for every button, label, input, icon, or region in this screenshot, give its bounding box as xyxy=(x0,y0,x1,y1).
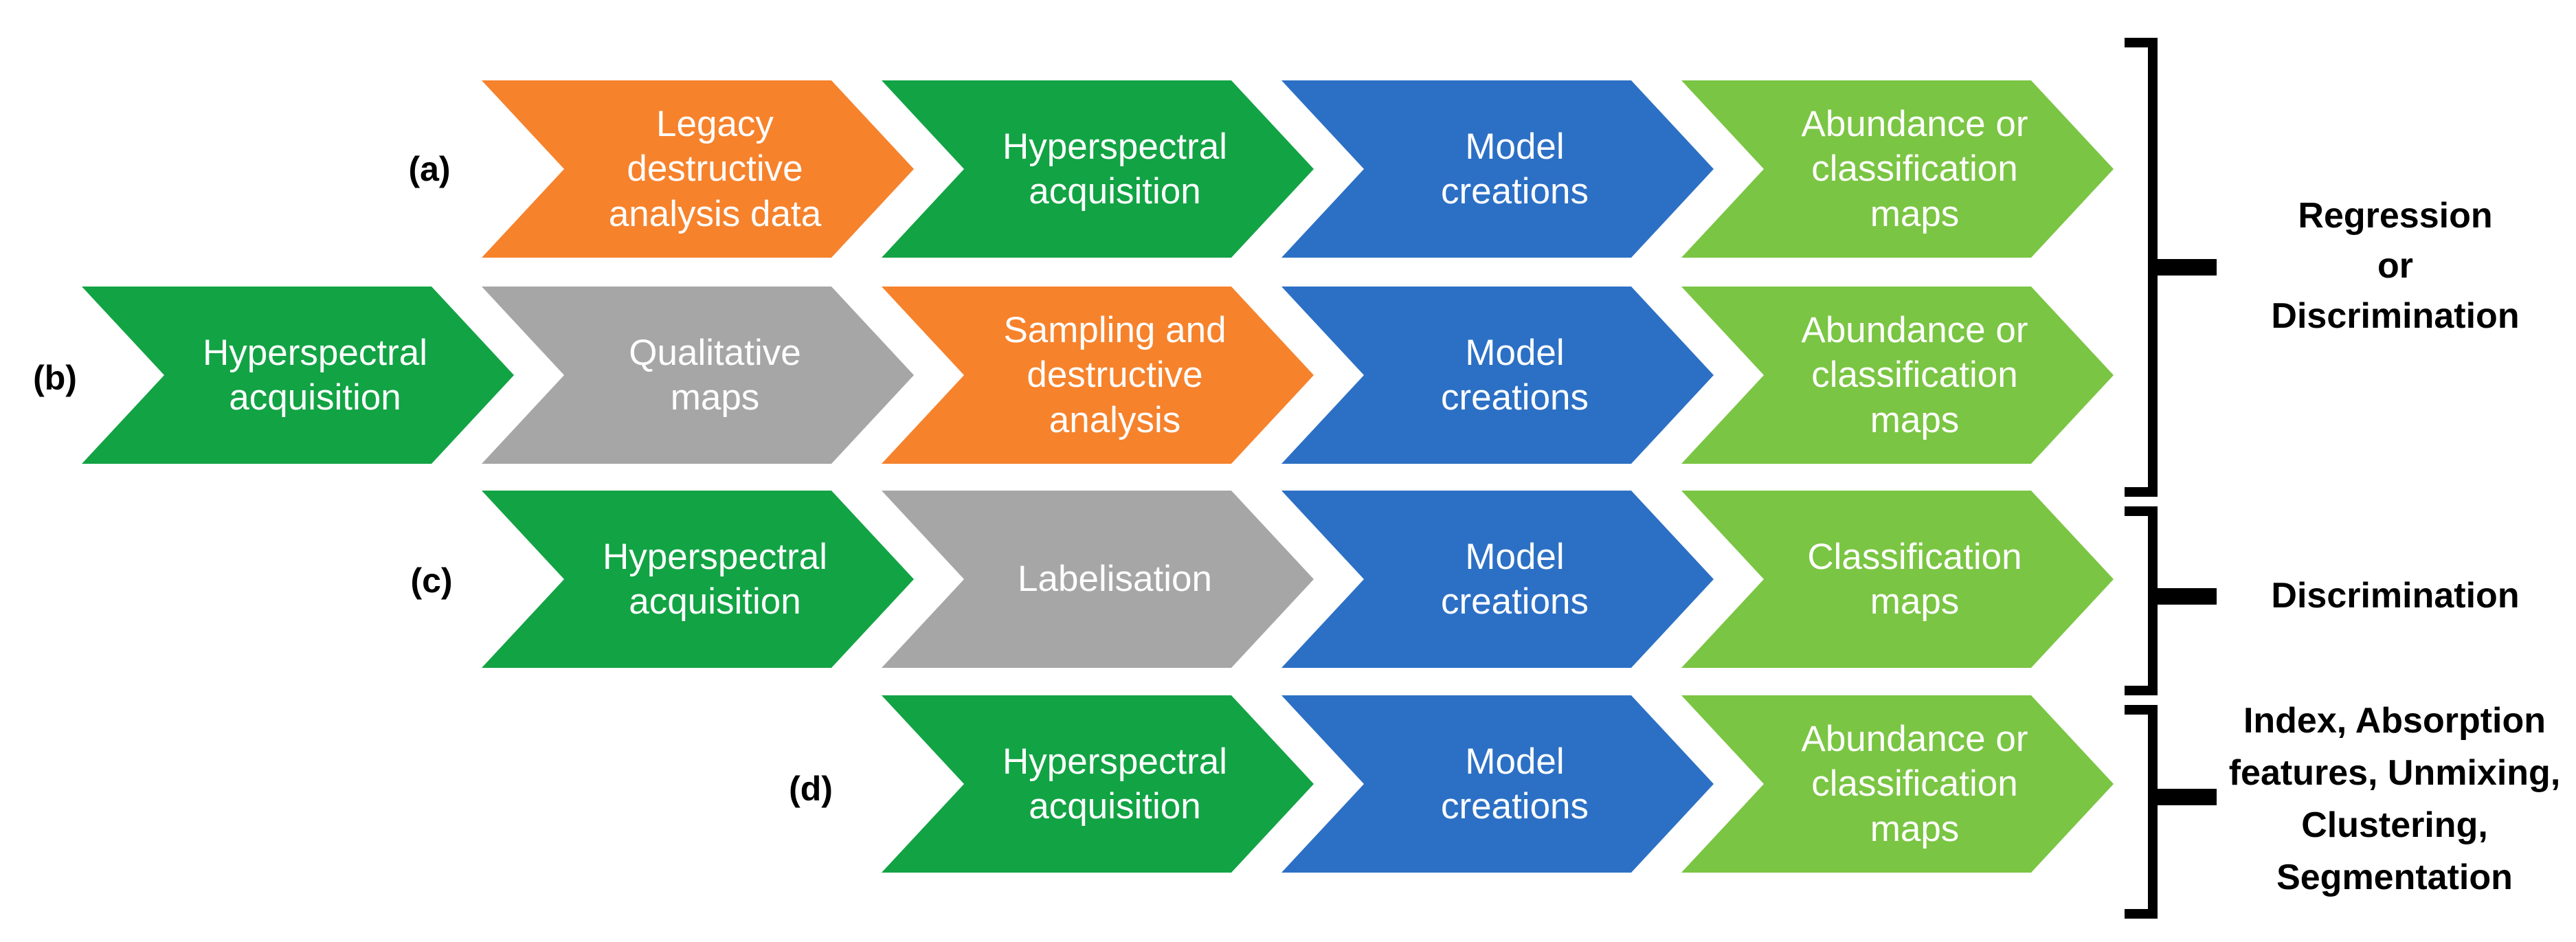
chevron-abundance-or-classification-maps-d: Abundance or classification maps xyxy=(1681,695,2114,873)
side-label-discrimination: Discrimination xyxy=(2271,576,2520,616)
chevron-qualitative-maps: Qualitative maps xyxy=(482,287,914,464)
chevron-sampling-and-destructive-analysis: Sampling and destructive analysis xyxy=(882,287,1314,464)
bracket-bottom-tick xyxy=(2125,686,2158,695)
bracket-bottom-tick xyxy=(2125,487,2158,497)
side-label-index-absorption-features: Index, Absorption features, Unmixing, Cl… xyxy=(2228,701,2561,897)
chevron-model-creations-d: Model creations xyxy=(1281,695,1714,873)
row-tag-b: (b) xyxy=(33,359,77,397)
row-tag-a: (a) xyxy=(408,150,451,188)
chevron-abundance-or-classification-maps-a: Abundance or classification maps xyxy=(1681,80,2114,258)
chevron-hyperspectral-acquisition-a: Hyperspectral acquisition xyxy=(882,80,1314,258)
bracket-mid-tick xyxy=(2153,588,2217,605)
bracket-bottom-tick xyxy=(2125,909,2158,919)
chevron-model-creations-c: Model creations xyxy=(1281,491,1714,668)
chevron-hyperspectral-acquisition-b: Hyperspectral acquisition xyxy=(82,287,514,464)
chevron-hyperspectral-acquisition-d: Hyperspectral acquisition xyxy=(882,695,1314,873)
chevron-model-creations-a: Model creations xyxy=(1281,80,1714,258)
bracket-top-tick xyxy=(2125,38,2158,47)
bracket-top-tick xyxy=(2125,506,2158,516)
side-label-regression-or-discrimination: Regression or Discrimination xyxy=(2271,196,2520,336)
row-tag-c: (c) xyxy=(410,561,453,600)
chevron-labelisation: Labelisation xyxy=(882,491,1314,668)
bracket-mid-tick xyxy=(2153,789,2217,805)
chevron-abundance-or-classification-maps-b: Abundance or classification maps xyxy=(1681,287,2114,464)
chevron-legacy-destructive-analysis-data: Legacy destructive analysis data xyxy=(482,80,914,258)
row-tag-d: (d) xyxy=(789,770,833,808)
chevron-classification-maps-c: Classification maps xyxy=(1681,491,2114,668)
bracket-mid-tick xyxy=(2153,259,2217,276)
bracket-line xyxy=(2148,705,2158,919)
bracket-top-tick xyxy=(2125,705,2158,715)
chevron-hyperspectral-acquisition-c: Hyperspectral acquisition xyxy=(482,491,914,668)
chevron-model-creations-b: Model creations xyxy=(1281,287,1714,464)
